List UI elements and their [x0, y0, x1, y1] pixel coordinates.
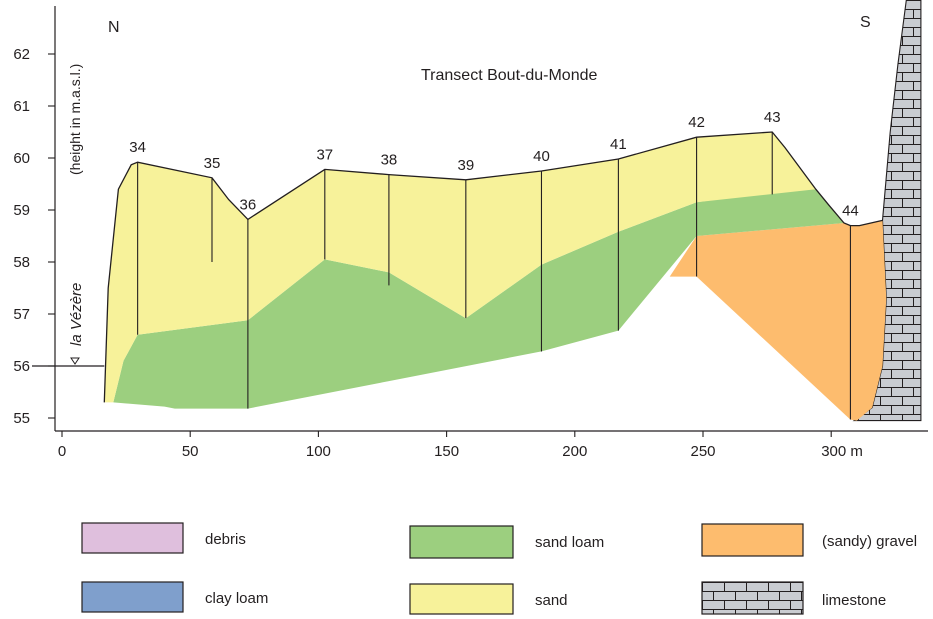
y-ticks-group: 55 56 57 58 59 60 61 62 — [13, 46, 55, 427]
borehole-label: 40 — [533, 148, 550, 165]
y-tick-label: 55 — [13, 410, 30, 427]
borehole-label: 43 — [764, 109, 781, 126]
legend-label-limestone: limestone — [822, 592, 886, 609]
x-tick-label: 200 — [562, 443, 587, 460]
axes-group: 0 50 100 150 200 250 300 m 55 56 57 58 59 60 61 62 — [13, 6, 928, 460]
sand-loam-layer — [113, 189, 845, 409]
y-tick-label: 62 — [13, 46, 30, 63]
x-tick-label: 50 — [182, 443, 199, 460]
river-marker — [32, 357, 105, 367]
legend-swatch-clay-loam — [81, 581, 184, 613]
borehole-label: 41 — [610, 136, 627, 153]
y-tick-label: 56 — [13, 358, 30, 375]
borehole-label: 39 — [457, 157, 474, 174]
legend-label-sand: sand — [535, 592, 568, 609]
legend-swatch-sand-loam — [409, 525, 514, 559]
legend-label-debris: debris — [205, 531, 246, 548]
y-tick-label: 61 — [13, 98, 30, 115]
x-tick-label: 300 m — [821, 443, 863, 460]
borehole-label: 34 — [129, 139, 146, 156]
y-tick-label: 60 — [13, 150, 30, 167]
borehole-label: 37 — [316, 146, 333, 163]
borehole-label: 35 — [204, 155, 221, 172]
legend-label-clay-loam: clay loam — [205, 590, 268, 607]
y-tick-label: 57 — [13, 306, 30, 323]
legend-swatch-sandy-gravel — [701, 523, 804, 557]
legend-swatch-debris — [81, 522, 184, 554]
legend-label-sand-loam: sand loam — [535, 534, 604, 551]
south-label: S — [860, 14, 871, 31]
y-tick-label: 59 — [13, 202, 30, 219]
water-level-triangle-icon — [70, 357, 80, 365]
figure-title: Transect Bout-du-Monde — [421, 67, 597, 84]
legend-label-sandy-gravel: (sandy) gravel — [822, 533, 917, 550]
y-axis-title: (height in m.a.s.l.) — [67, 64, 83, 175]
x-tick-label: 0 — [58, 443, 66, 460]
gravel-layer — [669, 220, 887, 421]
north-label: N — [108, 19, 120, 36]
river-label: la Vézère — [68, 283, 85, 346]
x-ticks-group: 0 50 100 150 200 250 300 m — [58, 431, 863, 460]
borehole-label: 36 — [240, 196, 257, 213]
x-tick-label: 250 — [690, 443, 715, 460]
legend: debris clay loam sand loam sand (sandy) … — [81, 522, 917, 615]
x-tick-label: 100 — [306, 443, 331, 460]
y-tick-label: 58 — [13, 254, 30, 271]
legend-swatch-sand — [409, 583, 514, 615]
layers-group — [103, 0, 922, 422]
boreholes-group: 34 35 36 37 38 39 40 41 42 43 44 — [129, 109, 859, 420]
borehole-label: 44 — [842, 203, 859, 220]
legend-swatch-limestone — [701, 581, 804, 615]
borehole-label: 38 — [381, 152, 398, 169]
borehole-label: 42 — [688, 114, 705, 131]
sand-layer — [104, 132, 816, 403]
x-tick-label: 150 — [434, 443, 459, 460]
surface-profile-line — [103, 131, 883, 403]
